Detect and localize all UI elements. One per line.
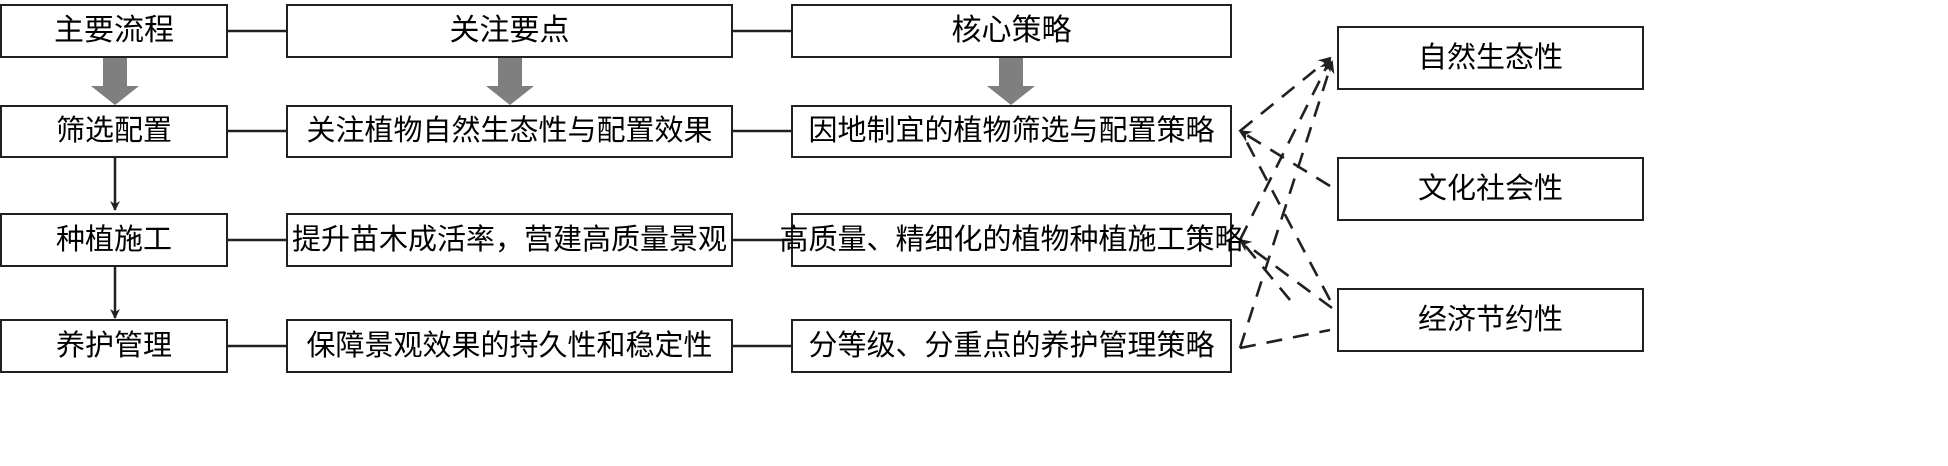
focus-point-2[interactable]: 提升苗木成活率，营建高质量景观 — [286, 213, 733, 267]
property-cultural-social-label: 文化社会性 — [1417, 172, 1563, 205]
dashed-link-economic-to-strategy1 — [1240, 132, 1332, 301]
dashed-link-strategy1-to-natural — [1239, 56, 1332, 133]
dashed-link-economic-to-strategy2 — [1238, 238, 1333, 310]
focus-point-1-label: 关注植物自然生态性与配置效果 — [306, 115, 713, 147]
dashed-link-cultural-to-strategy1 — [1238, 129, 1331, 188]
dashed-link-strategy3-to-natural — [1238, 60, 1335, 349]
core-strategy-2-label: 高质量、精细化的植物种植施工策略 — [779, 223, 1244, 256]
property-natural-ecology-label: 自然生态性 — [1417, 41, 1563, 74]
focus-point-2-label: 提升苗木成活率，营建高质量景观 — [291, 223, 727, 256]
focus-point-3[interactable]: 保障景观效果的持久性和稳定性 — [286, 319, 733, 373]
core-strategy-2[interactable]: 高质量、精细化的植物种植施工策略 — [780, 213, 1244, 267]
gray-arrow-col1 — [91, 57, 139, 105]
dashed-link-strategy3-to-economic — [1239, 328, 1331, 350]
focus-point-3-label: 保障景观效果的持久性和稳定性 — [306, 329, 713, 362]
gray-arrow-col2 — [486, 57, 534, 105]
header-core-strategy: 核心策略 — [791, 4, 1232, 58]
header-main-process: 主要流程 — [0, 4, 228, 58]
core-strategy-1-label: 因地制宜的植物筛选与配置策略 — [808, 115, 1215, 147]
process-step-3[interactable]: 养护管理 — [0, 319, 228, 373]
property-economic-saving[interactable]: 经济节约性 — [1337, 288, 1644, 352]
process-step-2[interactable]: 种植施工 — [0, 213, 228, 267]
header-main-process-label: 主要流程 — [54, 14, 174, 47]
property-cultural-social[interactable]: 文化社会性 — [1337, 157, 1644, 221]
header-focus-points-label: 关注要点 — [449, 14, 570, 47]
gray-arrow-col3 — [987, 57, 1035, 105]
dashed-link-crossing-helper — [1241, 242, 1292, 301]
header-focus-points: 关注要点 — [286, 4, 733, 58]
focus-point-1[interactable]: 关注植物自然生态性与配置效果 — [286, 105, 733, 158]
dashed-link-strategy2-to-natural — [1238, 58, 1332, 241]
core-strategy-3-label: 分等级、分重点的养护管理策略 — [808, 329, 1215, 362]
core-strategy-3[interactable]: 分等级、分重点的养护管理策略 — [791, 319, 1232, 373]
property-natural-ecology[interactable]: 自然生态性 — [1337, 26, 1644, 90]
process-step-3-label: 养护管理 — [55, 329, 172, 362]
header-core-strategy-label: 核心策略 — [951, 14, 1072, 47]
property-economic-saving-label: 经济节约性 — [1417, 303, 1563, 336]
core-strategy-1[interactable]: 因地制宜的植物筛选与配置策略 — [791, 105, 1232, 158]
process-step-1-label: 筛选配置 — [55, 115, 172, 147]
process-step-2-label: 种植施工 — [55, 223, 172, 256]
process-step-1[interactable]: 筛选配置 — [0, 105, 228, 158]
